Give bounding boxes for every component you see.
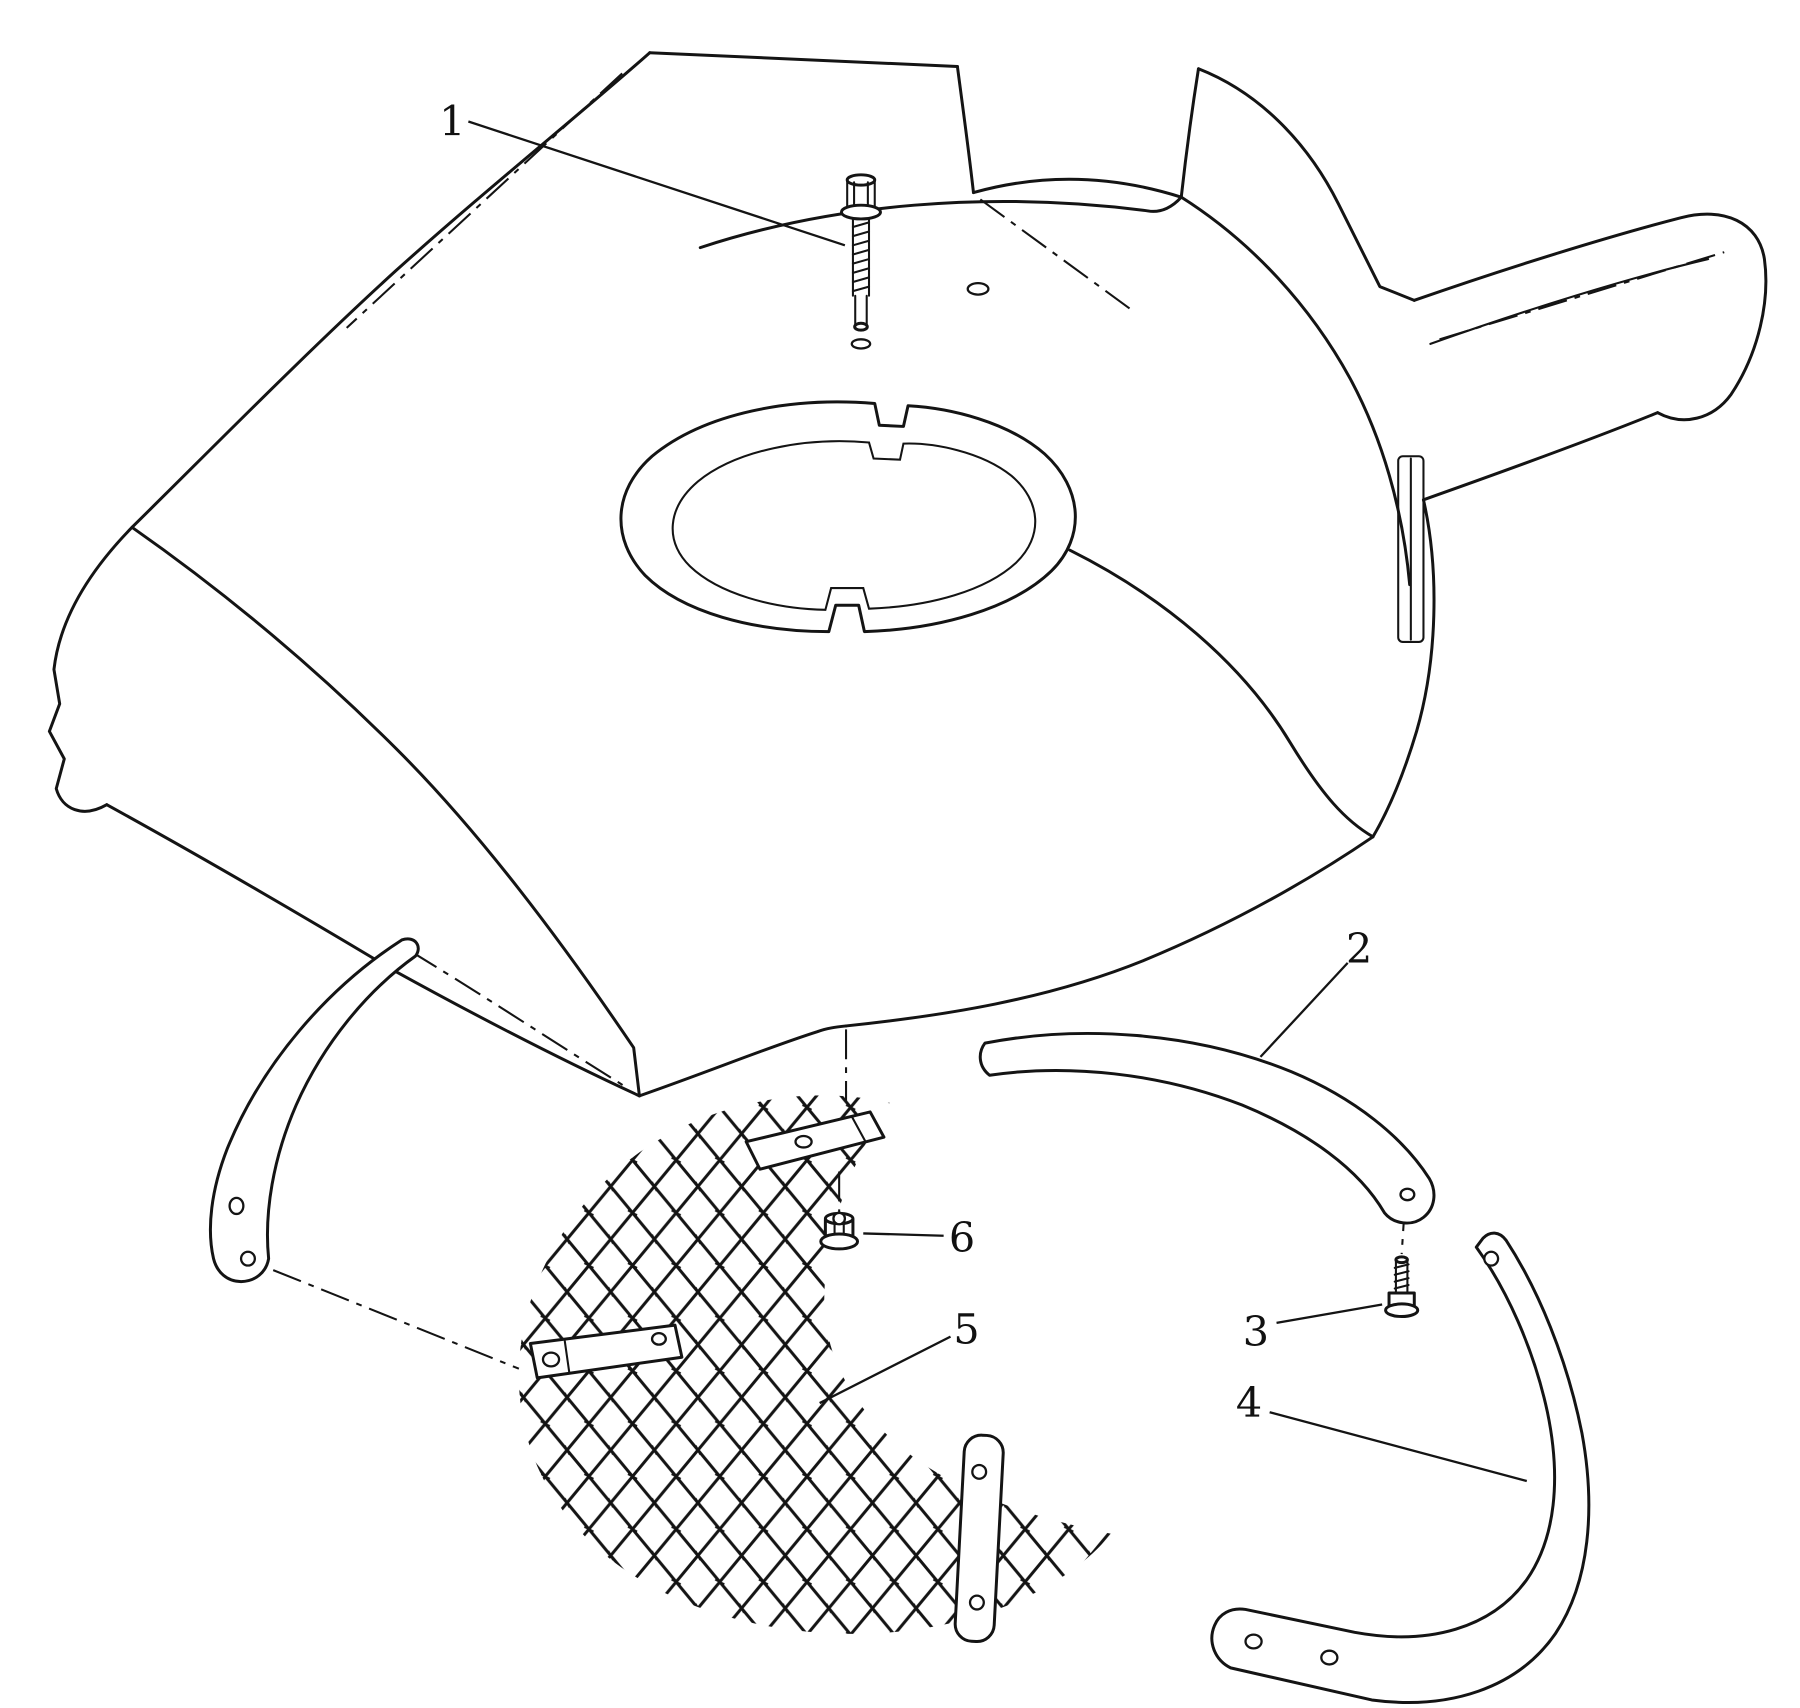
- leader-2: [1259, 962, 1349, 1058]
- leader-3: [1276, 1303, 1383, 1324]
- part-3-flange-screw: [1384, 1255, 1420, 1319]
- part-4-wear-strip: [1210, 1231, 1591, 1704]
- leader-4: [1269, 1411, 1528, 1483]
- callout-label-6: 6: [949, 1214, 975, 1262]
- part-2-wear-strip: [978, 1032, 1436, 1225]
- callout-label-5: 5: [953, 1306, 979, 1354]
- part-1-flange-bolt: [839, 173, 882, 332]
- callout-label-1: 1: [439, 97, 465, 145]
- callout-label-4: 4: [1236, 1379, 1262, 1427]
- mower-housing: [47, 51, 1768, 1098]
- callout-label-2: 2: [1346, 925, 1372, 973]
- mesh-bracket-bottom: [953, 1433, 1005, 1644]
- mesh-bracket-top: [744, 1110, 886, 1171]
- callout-labels: 1 2 3 4 5 6: [439, 97, 1372, 1427]
- part-6-flange-nut: [819, 1211, 860, 1251]
- callout-leader-lines: [468, 120, 1528, 1483]
- mesh-bracket-left: [528, 1323, 684, 1380]
- left-wear-strip: [208, 937, 420, 1284]
- mesh-screen: [518, 1095, 1112, 1644]
- leader-6: [863, 1232, 944, 1237]
- leader-5: [819, 1335, 952, 1405]
- leader-1: [468, 120, 846, 247]
- callout-label-3: 3: [1243, 1308, 1269, 1356]
